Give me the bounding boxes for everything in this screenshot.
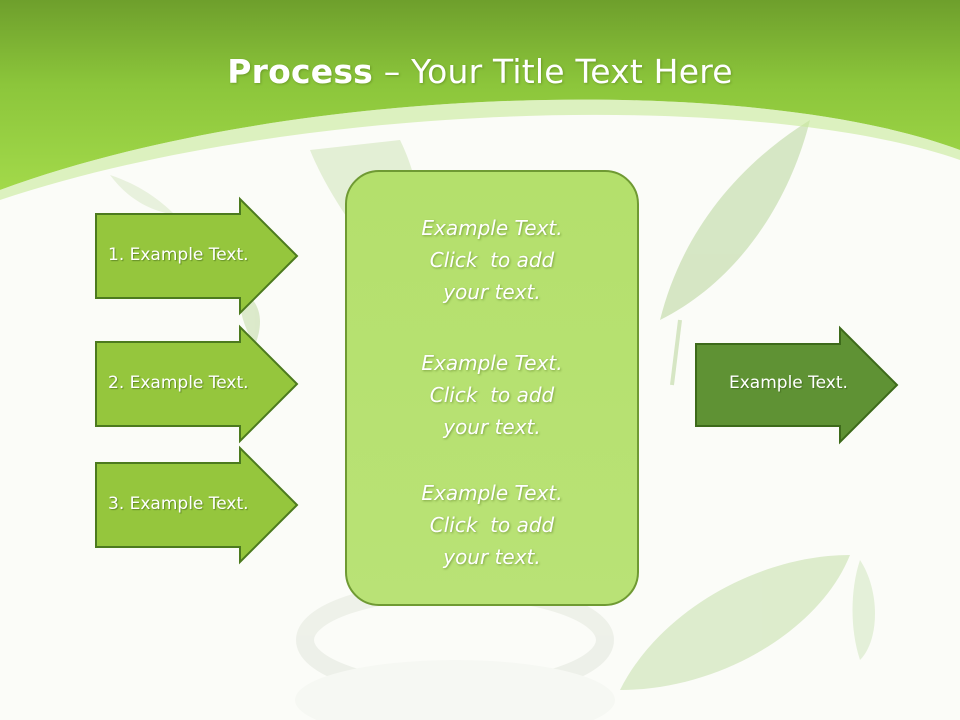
input-arrow-3: [95, 445, 299, 565]
slide-title: Process – Your Title Text Here: [0, 52, 960, 91]
block-1-line-1: Example Text.: [421, 216, 563, 240]
block-3-line-3: your text.: [443, 545, 541, 569]
input-arrow-1: [95, 196, 299, 316]
title-bold: Process: [227, 52, 374, 91]
output-arrow: [695, 325, 899, 445]
header-band: [0, 0, 960, 190]
input-arrow-2: [95, 324, 299, 444]
center-process-box[interactable]: [345, 170, 639, 606]
output-arrow-label[interactable]: Example Text.: [729, 373, 848, 393]
header-highlight-curve: [0, 99, 960, 200]
block-2-line-1: Example Text.: [421, 351, 563, 375]
center-text-block-1[interactable]: Example Text. Click to add your text.: [345, 212, 639, 308]
input-arrow-1-label[interactable]: 1. Example Text.: [108, 245, 249, 265]
input-arrow-3-label[interactable]: 3. Example Text.: [108, 494, 249, 514]
block-2-line-2: Click to add: [429, 383, 555, 407]
block-3-line-1: Example Text.: [421, 481, 563, 505]
center-text-block-2[interactable]: Example Text. Click to add your text.: [345, 347, 639, 443]
jar-decoration: [295, 581, 615, 720]
block-1-line-3: your text.: [443, 280, 541, 304]
input-arrow-2-label[interactable]: 2. Example Text.: [108, 373, 249, 393]
center-text-block-3[interactable]: Example Text. Click to add your text.: [345, 477, 639, 573]
block-1-line-2: Click to add: [429, 248, 555, 272]
block-3-line-2: Click to add: [429, 513, 555, 537]
title-rest: – Your Title Text Here: [373, 52, 733, 91]
block-2-line-3: your text.: [443, 415, 541, 439]
